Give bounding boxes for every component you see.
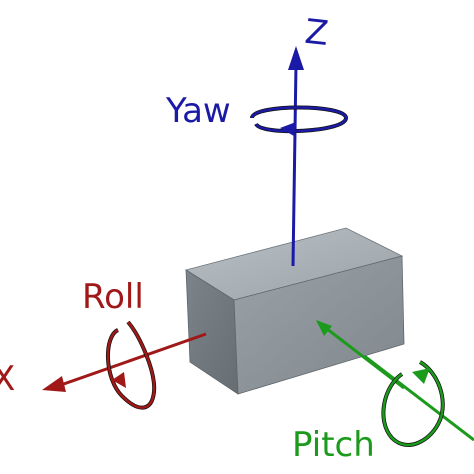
- roll-rotation-ring: [106, 320, 157, 410]
- pitch-label: Pitch: [292, 425, 375, 465]
- z-axis: [288, 46, 304, 267]
- pitch-axis-front: [316, 320, 405, 390]
- yaw-label: Yaw: [165, 91, 231, 131]
- x-axis-label: X: [0, 359, 15, 399]
- z-axis-line: [291, 63, 298, 267]
- z-arrowhead: [288, 46, 304, 70]
- roll-label: Roll: [82, 277, 144, 317]
- pitch-rotation-ring: [381, 360, 445, 447]
- x-axis: [42, 332, 207, 392]
- box: [185, 227, 405, 395]
- yaw-arrowhead: [280, 122, 296, 136]
- yaw-rotation-ring: [250, 105, 349, 136]
- roll-arrowhead: [112, 372, 126, 388]
- z-axis-label: Z: [303, 12, 330, 54]
- pitch-arrowhead: [316, 320, 332, 336]
- pitch-rotation-arrowhead: [412, 368, 430, 384]
- x-axis-line: [57, 332, 207, 388]
- x-arrowhead: [42, 376, 66, 392]
